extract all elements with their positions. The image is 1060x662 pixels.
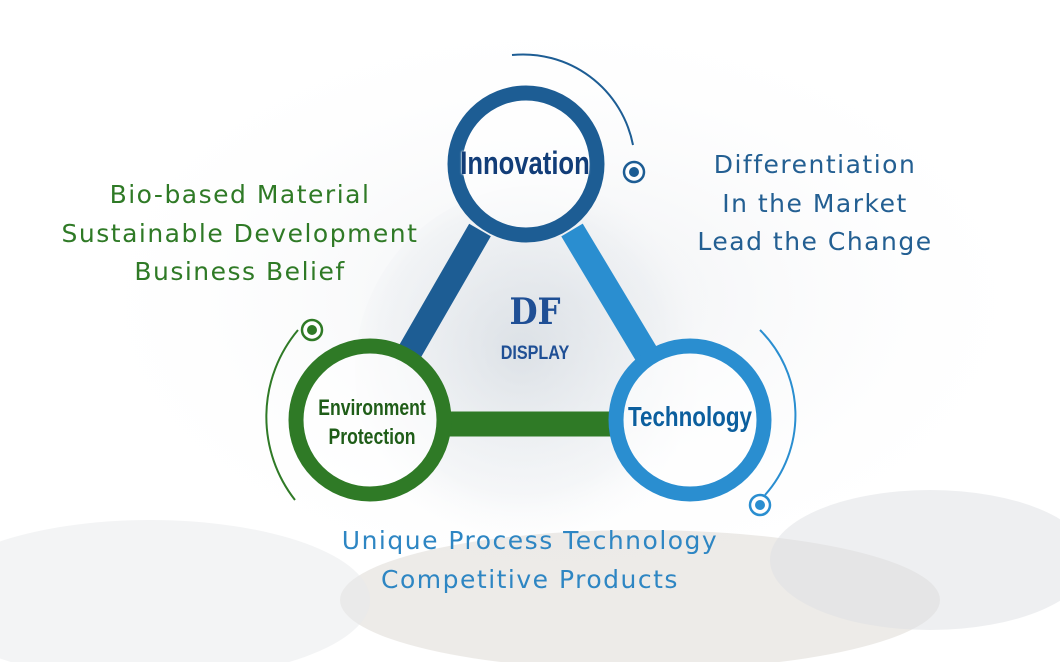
text-line: Competitive Products [381,564,679,594]
node-label-environment-line1: Environment [318,395,426,420]
target-dot-environment-core [307,325,317,335]
text-line: Differentiation [713,150,917,179]
connector-innovation-environment [394,223,491,367]
text-line: Lead the Change [697,227,933,256]
node-ring-environment [288,338,452,502]
node-rings [288,85,772,502]
decorative-arcs [265,53,797,501]
node-ring-innovation [447,85,605,243]
text-line: Sustainable Development [61,218,419,248]
arc-technology [759,329,797,496]
text-line: Bio-based Material [109,180,371,209]
text-line: Unique Process Technology [341,526,719,555]
node-label-innovation: Innovation [460,145,590,181]
text-block-technology: Unique Process Technology Competitive Pr… [300,522,760,599]
node-label-environment: Environment Protection [292,393,452,451]
connector-innovation-technology [561,223,661,367]
target-dot-innovation-core [629,167,639,177]
text-block-sustainability: Bio-based Material Sustainable Developme… [40,176,440,292]
node-ring-technology [608,338,772,502]
arc-innovation [511,53,634,146]
logo-wordmark: DISPLAY [500,343,570,364]
text-block-differentiation: Differentiation In the Market Lead the C… [670,146,960,262]
arc-environment [265,329,299,501]
text-line: Business Belief [134,257,346,286]
logo-mark: DF [509,291,561,333]
node-label-technology: Technology [627,401,753,432]
connector-bars [394,223,661,437]
text-line: In the Market [722,188,908,218]
target-dot-technology-core [755,500,765,510]
node-label-environment-line2: Protection [328,424,416,449]
target-dots [300,160,772,517]
